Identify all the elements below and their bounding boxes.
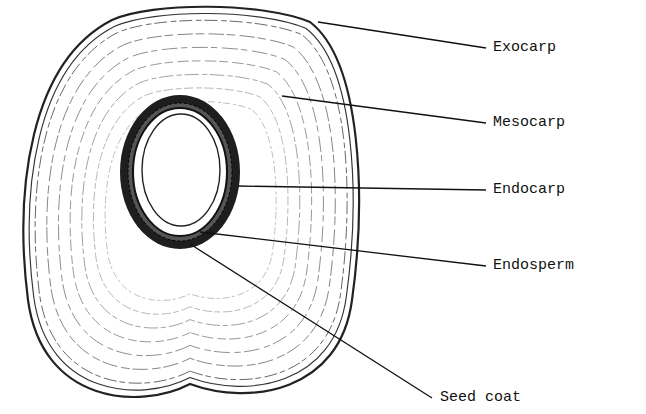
mesocarp-fibre bbox=[70, 61, 312, 342]
part-label: Seed coat bbox=[440, 389, 521, 407]
mesocarp-fibre bbox=[93, 88, 288, 314]
exocarp-outline bbox=[23, 7, 358, 397]
mesocarp-fibre bbox=[58, 47, 323, 355]
part-label: Endosperm bbox=[493, 257, 574, 275]
endosperm bbox=[142, 114, 220, 226]
mesocarp-fibre bbox=[82, 74, 300, 328]
leader-line bbox=[238, 186, 486, 190]
leader-line bbox=[200, 232, 486, 266]
endocarp-texture bbox=[128, 103, 232, 241]
part-label: Exocarp bbox=[493, 39, 556, 57]
part-label: Endocarp bbox=[493, 181, 565, 199]
exocarp-inner-line bbox=[29, 14, 353, 391]
seed-coat bbox=[133, 108, 227, 236]
endocarp-ring bbox=[120, 95, 240, 249]
mesocarp-fibre bbox=[35, 20, 347, 383]
leader-line bbox=[318, 22, 486, 48]
leader-line bbox=[190, 244, 432, 398]
mesocarp-fibre bbox=[47, 34, 335, 370]
leader-line bbox=[282, 96, 486, 123]
part-label: Mesocarp bbox=[493, 114, 565, 132]
